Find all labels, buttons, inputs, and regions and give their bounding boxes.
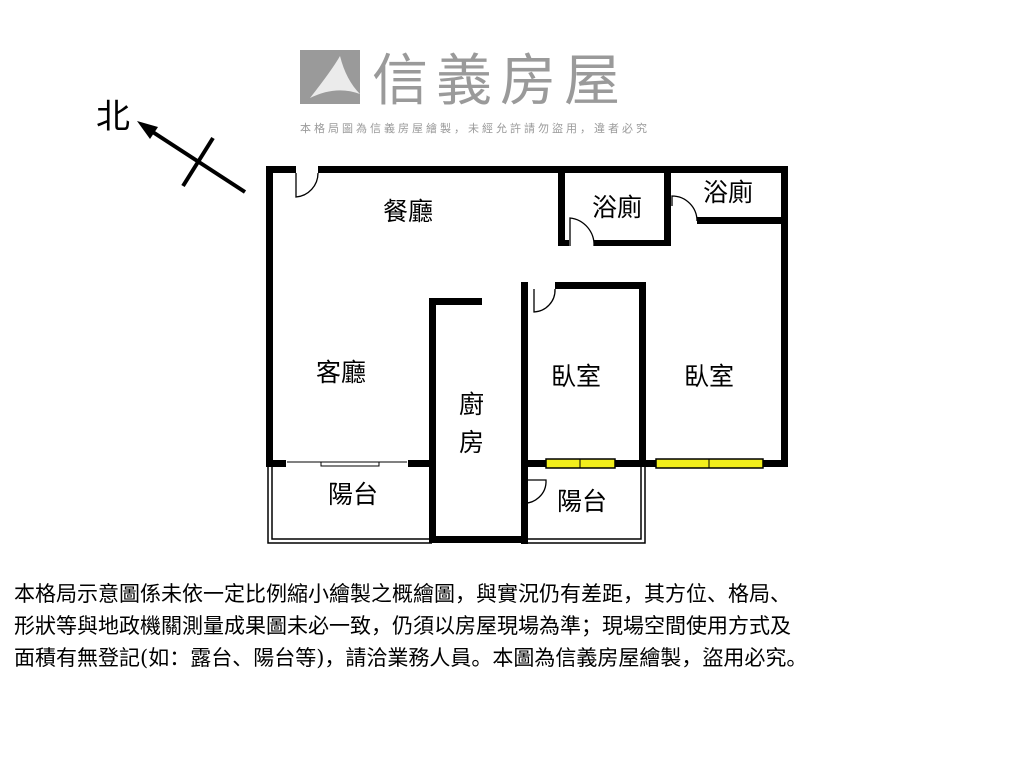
sliding-door xyxy=(287,461,407,467)
room-label-balcony-1: 陽台 xyxy=(328,480,378,509)
room-label-bedroom-1: 臥室 xyxy=(551,362,601,391)
north-arrow-icon xyxy=(137,121,247,194)
disclaimer-line: 面積有無登記(如：露台、陽台等)，請洽業務人員。本圖為信義房屋繪製，盜用必究。 xyxy=(14,646,808,670)
balcony-outlines xyxy=(267,465,646,544)
watermark-brand: 信義房屋 xyxy=(372,49,628,114)
room-label-bedroom-2: 臥室 xyxy=(684,362,734,391)
walls xyxy=(266,166,788,544)
room-label-dining: 餐廳 xyxy=(383,197,433,226)
room-label-living: 客廳 xyxy=(316,358,366,387)
disclaimer-line: 本格局示意圖係未依一定比例縮小繪製之概繪圖，與實況仍有差距，其方位、格局、 xyxy=(14,582,791,606)
windows xyxy=(545,458,764,469)
room-label-bath-1: 浴廁 xyxy=(592,193,642,222)
doors xyxy=(295,172,698,504)
disclaimer-line: 形狀等與地政機關測量成果圖未必一致，仍須以房屋現場為準；現場空間使用方式及 xyxy=(14,614,791,638)
room-label-kitchen-2: 房 xyxy=(459,428,484,457)
north-label: 北 xyxy=(96,97,130,137)
room-label-bath-2: 浴廁 xyxy=(703,178,753,207)
watermark: 信義房屋 本格局圖為信義房屋繪製，未經允許請勿盜用，違者必究 xyxy=(300,49,650,135)
room-label-balcony-2: 陽台 xyxy=(557,487,607,516)
room-label-kitchen-1: 廚 xyxy=(459,390,484,419)
watermark-notice: 本格局圖為信義房屋繪製，未經允許請勿盜用，違者必究 xyxy=(300,121,650,135)
disclaimer: 本格局示意圖係未依一定比例縮小繪製之概繪圖，與實況仍有差距，其方位、格局、 形狀… xyxy=(14,578,1014,674)
